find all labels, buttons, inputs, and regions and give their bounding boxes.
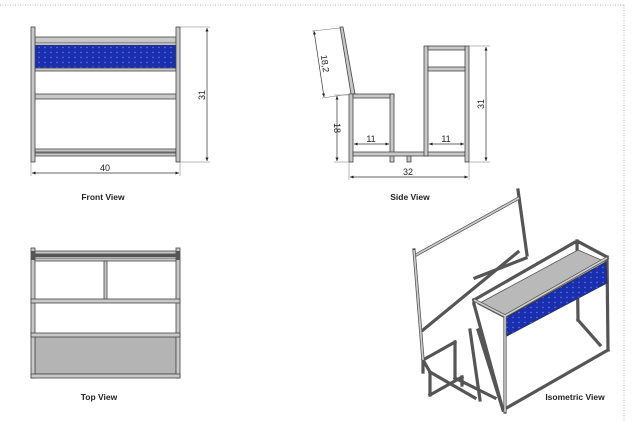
side-view: 18,2 18 31 11 11 32 Side View <box>311 26 490 202</box>
top-view: Top View <box>30 247 181 402</box>
desk-depth-dim: 11 <box>441 134 450 144</box>
isometric-view-label: Isometric View <box>545 392 605 402</box>
front-width-dim: 40 <box>100 163 110 173</box>
front-view: 31 40 Front View <box>30 26 210 202</box>
front-view-label: Front View <box>81 192 125 202</box>
seat-height-dim: 18 <box>332 123 342 133</box>
seat-depth-dim: 11 <box>366 134 375 144</box>
desk-height-dim: 31 <box>476 99 486 109</box>
isometric-view: Isometric View <box>412 188 611 414</box>
total-depth-dim: 32 <box>403 167 413 177</box>
top-view-label: Top View <box>81 392 118 402</box>
side-view-label: Side View <box>390 192 430 202</box>
front-height-dim: 31 <box>197 90 207 100</box>
perforated-panel <box>34 44 177 69</box>
backrest-dim: 18,2 <box>319 54 331 73</box>
